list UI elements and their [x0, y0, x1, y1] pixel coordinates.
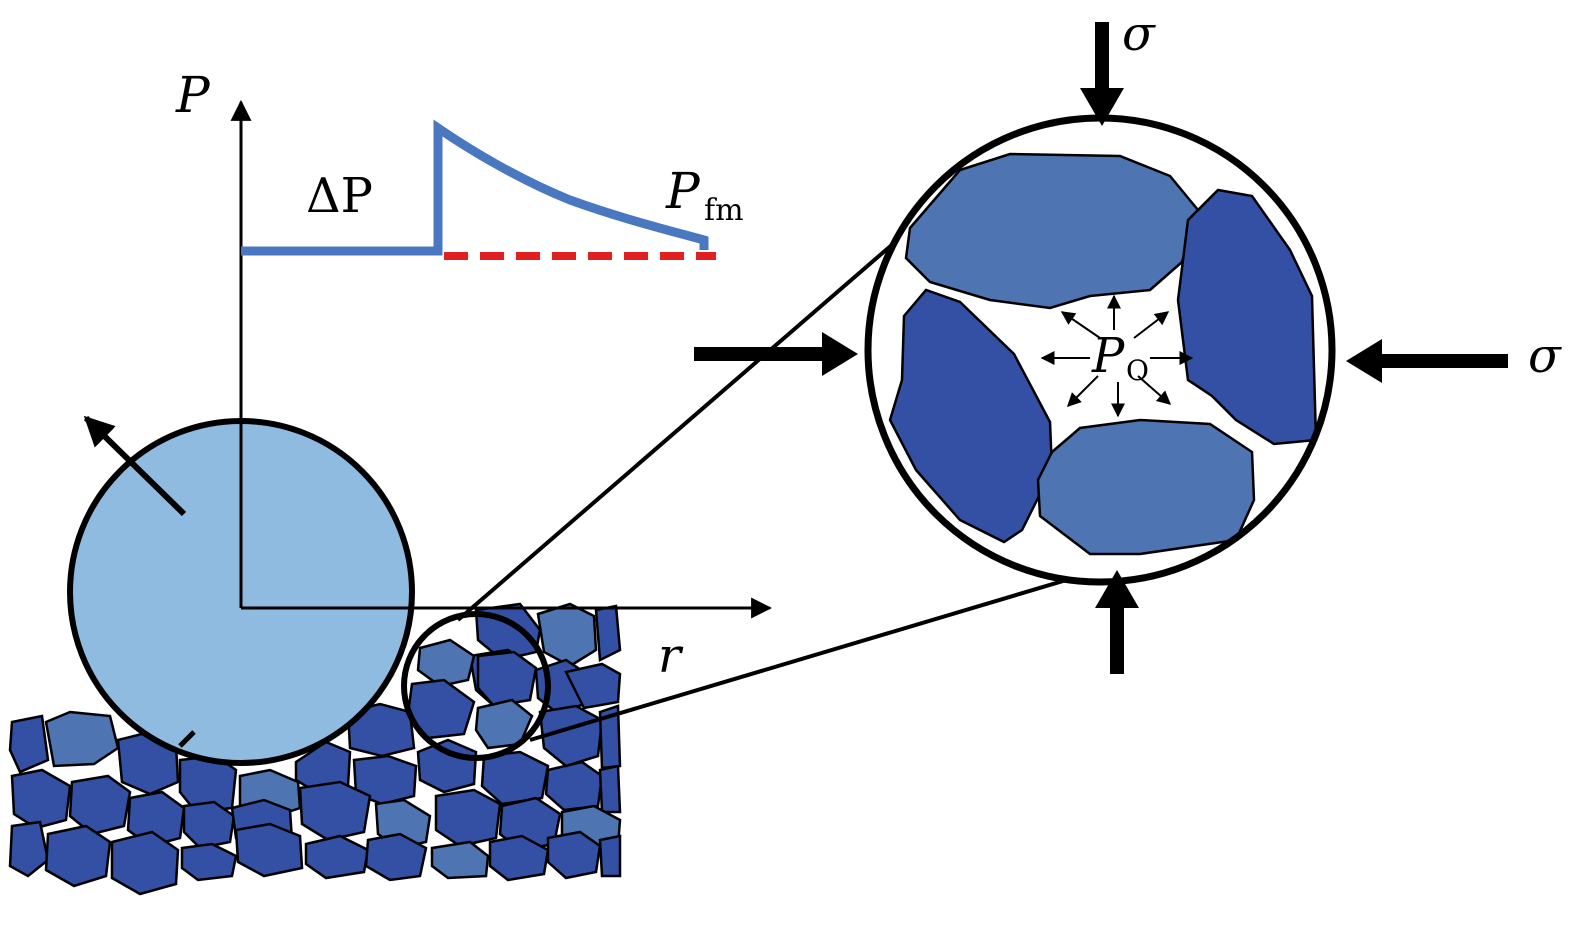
sigma-right-label: σ: [1528, 328, 1562, 384]
stress-arrows: [694, 22, 1508, 674]
magnified-pore-group: [406, 638, 538, 750]
sigma-top-label: σ: [1122, 6, 1156, 62]
p-axis-label: P: [175, 66, 211, 124]
grain-top: [904, 152, 1200, 310]
pore-pressure-arrows: [1040, 294, 1194, 418]
svg-text:O: O: [1126, 354, 1149, 387]
svg-text:P: P: [1091, 328, 1125, 384]
grain-bottom: [1036, 418, 1256, 556]
pressure-curve: [241, 119, 709, 256]
grain-right: [1176, 188, 1318, 446]
magnified-view: P O: [864, 114, 1336, 586]
r-axis-label: r: [658, 628, 684, 684]
borehole-expansion-arrow: [83, 415, 187, 517]
p-fm-label: P fm: [665, 162, 744, 228]
grain-left: [888, 288, 1054, 544]
borehole-inner-tick: [178, 730, 196, 748]
svg-text:P: P: [665, 162, 701, 220]
delta-p-label: ΔP: [306, 168, 373, 224]
svg-text:fm: fm: [704, 193, 744, 228]
formation-grains: [8, 602, 622, 896]
p-o-label: P O: [1091, 328, 1149, 387]
zoom-line-lower: [529, 562, 1121, 742]
magnifier-small-circle: [401, 611, 551, 761]
